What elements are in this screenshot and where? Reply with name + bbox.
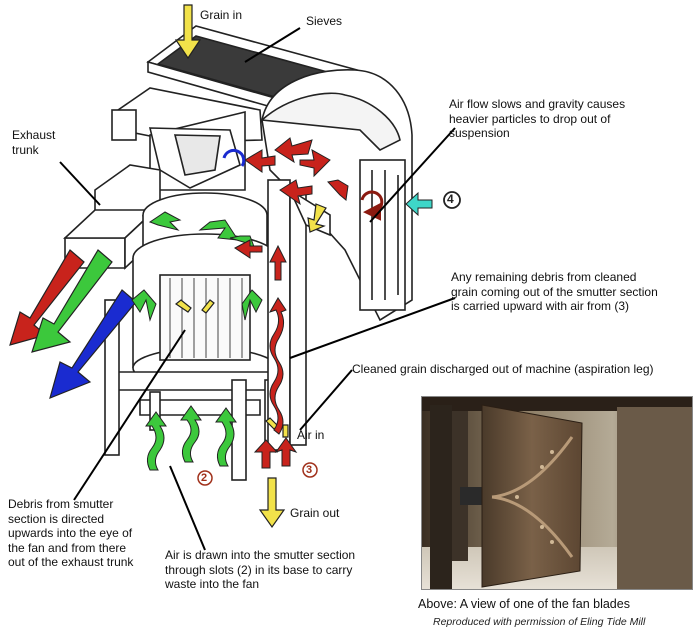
machine-frame [111, 87, 263, 191]
leader-lines [59, 27, 456, 551]
exhaust-green-arrow [31, 249, 113, 353]
green-air-arrows [131, 211, 263, 471]
fan-blade-photo [421, 396, 693, 590]
red-air-arrows [234, 137, 349, 469]
exhaust-arrows [9, 249, 137, 400]
markers [197, 191, 461, 486]
exhaust-trunk-label: Exhaust trunk [12, 128, 56, 157]
blue-curve-arrow [222, 148, 246, 167]
inlet-4-arrow [405, 191, 433, 217]
marker-3 [302, 462, 318, 478]
debris-from-smutter-label: Debris from smutter section is directed … [8, 497, 134, 569]
photo-credit: Reproduced with permission of Eling Tide… [433, 616, 646, 628]
air-in-label: Air in [297, 428, 325, 442]
marker-2-label: 2 [201, 472, 208, 484]
exhaust-red-arrow [9, 249, 85, 346]
fan-housing [260, 68, 413, 322]
cleaned-grain-label: Cleaned grain discharged out of machine … [352, 362, 654, 376]
sieves-label: Sieves [306, 14, 343, 28]
grain-in-arrow [174, 4, 202, 60]
grain-out-arrow [258, 477, 286, 529]
air-drawn-label: Air is drawn into the smutter section th… [165, 548, 356, 591]
grain-arrows [174, 4, 327, 529]
remaining-debris-label: Any remaining debris from cleaned grain … [451, 270, 658, 313]
air-flow-slows-label: Air flow slows and gravity causes heavie… [449, 97, 626, 140]
exhaust-blue-arrow [49, 289, 137, 400]
marker-3-label: 3 [306, 464, 313, 476]
marker-4 [443, 191, 461, 209]
photo-caption: Above: A view of one of the fan blades [418, 597, 630, 611]
fan-eye-curve-arrow [360, 190, 384, 221]
marker-4-label: 4 [447, 192, 454, 206]
grain-out-label: Grain out [290, 506, 340, 520]
fan-blade-icon [422, 397, 692, 589]
grain-in-label: Grain in [200, 8, 243, 22]
marker-2 [197, 470, 213, 486]
